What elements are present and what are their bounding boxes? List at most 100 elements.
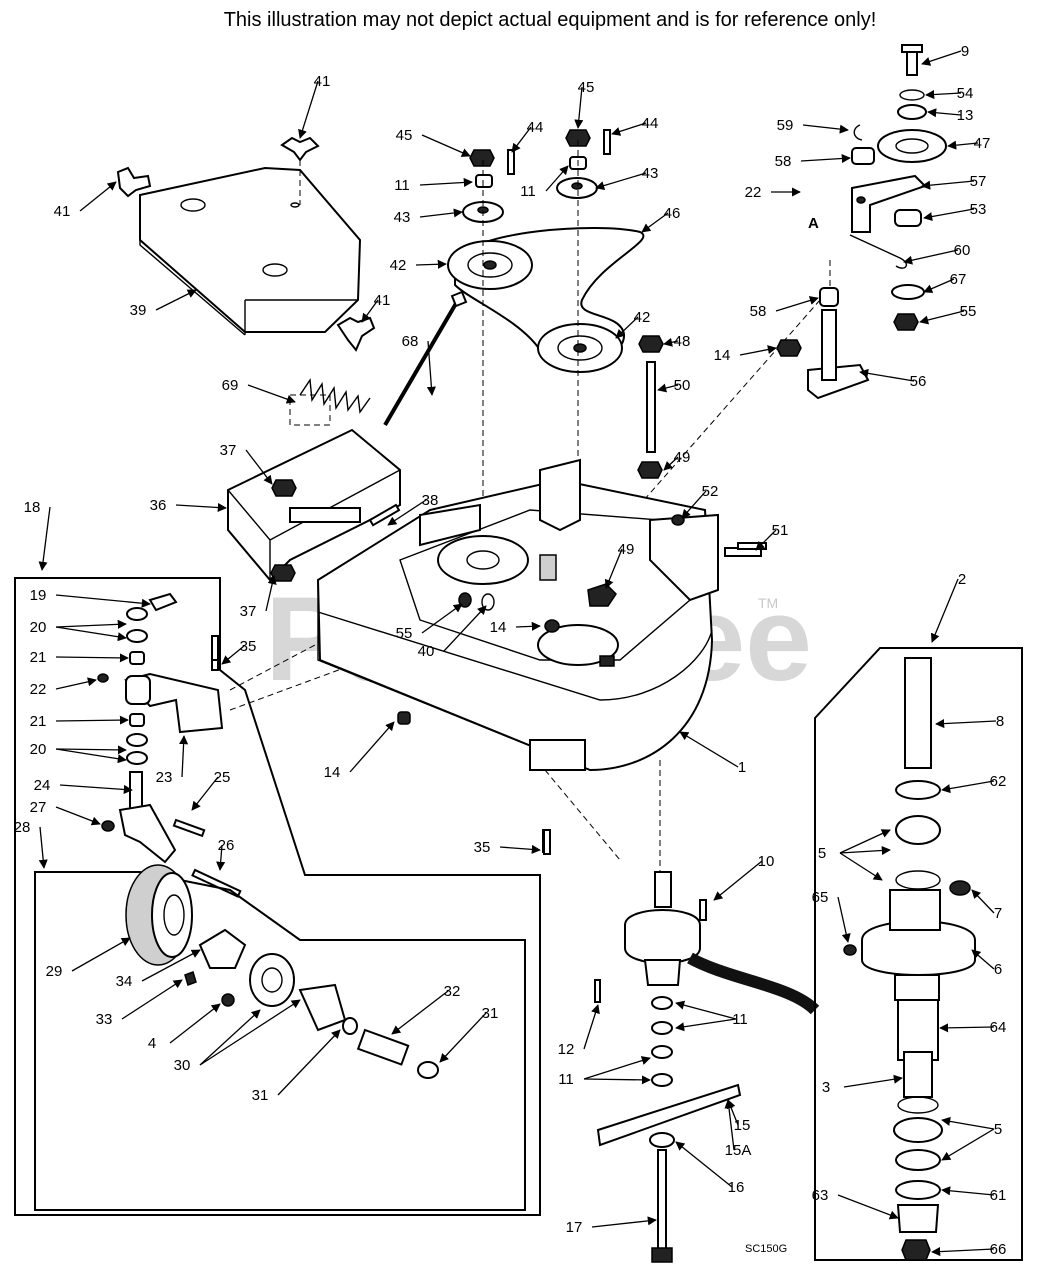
callout-leader	[199, 1009, 261, 1066]
callout-4: 4	[148, 1003, 221, 1052]
callout-label: 69	[222, 377, 239, 394]
callout-leader	[713, 860, 763, 901]
callout-leader	[583, 1075, 651, 1085]
callout-label: 2	[958, 571, 966, 588]
callout-leader	[515, 621, 541, 631]
callout-label: 11	[520, 183, 536, 200]
callout-label: 16	[728, 1179, 745, 1196]
callout-1: 1	[679, 731, 746, 776]
gauge-wheel-assembly	[125, 864, 439, 1079]
diagram-code: SC150G	[745, 1243, 787, 1255]
callout-14: 14	[324, 721, 395, 781]
callout-label: 10	[758, 853, 775, 870]
callout-20: 20	[30, 619, 127, 642]
callout-24: 24	[34, 777, 133, 794]
callout-22: 22	[30, 677, 97, 698]
callout-label: 30	[174, 1057, 191, 1074]
callout-label: 31	[252, 1087, 269, 1104]
callout-29: 29	[46, 937, 131, 980]
callout-leader	[921, 50, 962, 66]
callout-62: 62	[941, 773, 1006, 794]
belt-and-pulleys	[447, 129, 645, 373]
callout-label: 43	[642, 165, 659, 182]
callout-60: 60	[903, 242, 970, 265]
spindle-assembly	[542, 829, 820, 1263]
callout-43: 43	[394, 208, 463, 226]
callout-13: 13	[927, 107, 973, 124]
callout-leader	[931, 1247, 995, 1257]
callout-leader	[175, 502, 227, 513]
callout-41: 41	[54, 181, 117, 220]
callout-34: 34	[116, 949, 201, 990]
callout-leader	[971, 889, 995, 914]
callout-label: 54	[957, 85, 974, 102]
callout-leader	[939, 1023, 995, 1033]
callout-leader	[839, 845, 891, 856]
callout-44: 44	[611, 115, 658, 136]
callout-label: 61	[990, 1187, 1007, 1204]
callout-label: 5	[818, 845, 826, 862]
callout-label: 35	[240, 638, 257, 655]
callout-label: 28	[14, 819, 31, 836]
mower-deck	[316, 458, 762, 772]
callout-leader	[55, 745, 127, 755]
callout-64: 64	[939, 1019, 1006, 1036]
callout-label: 56	[910, 373, 927, 390]
callout-leader	[919, 310, 965, 325]
callout-leader	[71, 937, 131, 972]
callout-54: 54	[925, 85, 974, 102]
callout-label: 40	[418, 643, 435, 660]
callout-44: 44	[511, 119, 543, 153]
callout-leader	[361, 299, 379, 323]
callout-label: 48	[674, 333, 691, 350]
lift-arm-assembly	[97, 592, 242, 898]
callout-52: 52	[681, 483, 719, 519]
callout-leader	[663, 456, 679, 471]
callout-50: 50	[657, 377, 690, 394]
callout-21: 21	[30, 713, 129, 730]
callout-leader	[216, 844, 226, 871]
callout-leader	[59, 784, 133, 794]
callout-leader	[591, 1216, 657, 1228]
callout-leader	[800, 153, 851, 164]
callout-21: 21	[30, 649, 129, 666]
callout-label: 66	[990, 1241, 1007, 1258]
callout-label: 29	[46, 963, 63, 980]
callout-leader	[499, 844, 541, 854]
spindle-exploded	[843, 657, 976, 1261]
callout-leader	[419, 177, 473, 188]
callout-17: 17	[566, 1216, 657, 1236]
spring-and-bolt	[289, 290, 468, 427]
callout-11: 11	[394, 177, 473, 194]
callout-label: 68	[402, 333, 419, 350]
callout-label: 41	[314, 73, 331, 90]
callout-leader	[38, 826, 48, 869]
callout-label: 42	[634, 309, 651, 326]
callout-leader	[675, 1000, 737, 1020]
callout-2: 2	[930, 571, 966, 643]
callout-label: 65	[812, 889, 829, 906]
callout-63: 63	[812, 1187, 899, 1220]
callout-leader	[79, 181, 117, 212]
callout-label: 3	[822, 1079, 830, 1096]
callout-label: 17	[566, 1219, 583, 1236]
callout-leader	[903, 249, 959, 265]
callout-leader	[421, 134, 471, 157]
callout-32: 32	[391, 983, 460, 1035]
disclaimer-text: This illustration may not depict actual …	[224, 9, 877, 31]
callout-leader	[675, 1018, 737, 1032]
callout-39: 39	[130, 289, 197, 319]
callout-leader	[38, 506, 51, 571]
callout-23: 23	[156, 735, 189, 786]
box-28-outline	[34, 871, 526, 1211]
callout-label: 52	[702, 483, 719, 500]
callout-leader	[839, 852, 883, 881]
callout-leader	[611, 122, 647, 136]
callout-leader	[843, 1074, 903, 1088]
callout-11: 11	[520, 165, 569, 200]
callout-label: 23	[156, 769, 173, 786]
callout-label: 21	[30, 649, 47, 666]
stud-assembly	[637, 335, 664, 479]
callout-leader	[675, 1141, 733, 1188]
callout-37: 37	[240, 575, 277, 620]
